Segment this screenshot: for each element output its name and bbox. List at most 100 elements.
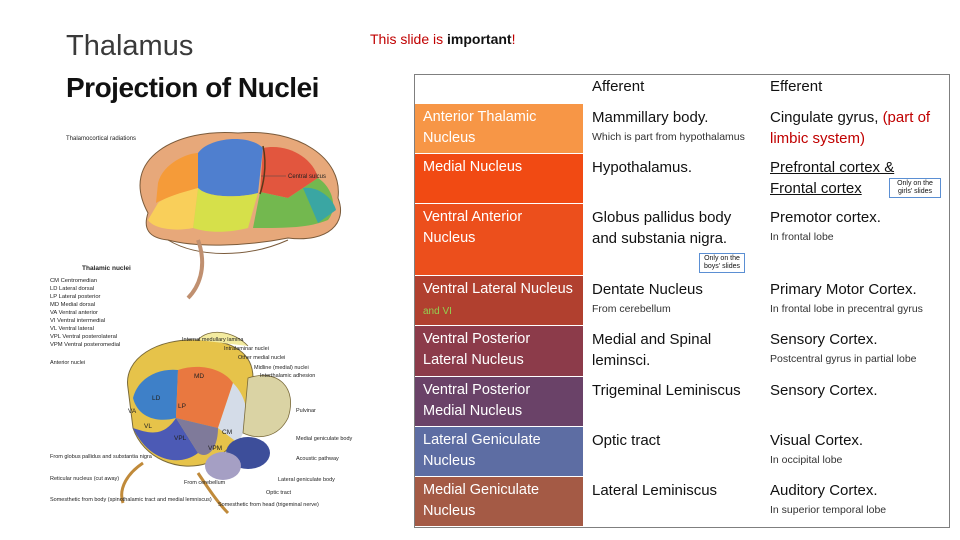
afferent-cell: Hypothalamus. — [583, 153, 762, 204]
table-row: Ventral Posterior Medial Nucleus Trigemin… — [414, 376, 950, 427]
label-radiations: Thalamocortical radiations — [66, 136, 136, 142]
efferent-cell: Visual Cortex. In occipital lobe — [761, 426, 950, 477]
nucleus-name: Medial Geniculate Nucleus — [423, 482, 540, 519]
nucleus-cell: Lateral Geniculate Nucleus — [414, 426, 584, 477]
nucleus-name: Ventral Anterior Nucleus — [423, 209, 523, 246]
mark-md: MD — [194, 373, 204, 380]
efferent-highlight: (part of limbic system) — [770, 109, 931, 147]
label-internal-lamina: Internal medullary lamina — [182, 337, 244, 343]
label-reticular: Reticular nucleus (cut away) — [50, 476, 119, 482]
afferent-cell: Medial and Spinal leminsci. — [583, 325, 762, 377]
label-somesthetic-body: Somesthetic from body (spinothalamic tra… — [50, 497, 212, 503]
efferent-text: Premotor cortex. — [770, 209, 881, 226]
label-globus-pallidus: From globus pallidus and substantia nigr… — [50, 454, 153, 460]
note-prefix: This slide is — [370, 31, 448, 47]
key-item: MD Medial dorsal — [50, 302, 95, 308]
header-afferent: Afferent — [583, 74, 762, 104]
efferent-text: Auditory Cortex. — [770, 482, 878, 499]
afferent-cell: Optic tract — [583, 426, 762, 477]
afferent-text: Medial and Spinal leminsci. — [592, 331, 712, 369]
nucleus-name: Lateral Geniculate Nucleus — [423, 432, 541, 469]
note-emphasis: important — [447, 31, 512, 47]
label-midline: Midline (medial) nuclei — [254, 365, 309, 371]
efferent-cell: Cingulate gyrus, (part of limbic system) — [761, 103, 950, 154]
nucleus-cell: Anterior Thalamic Nucleus — [414, 103, 584, 154]
label-interthalamic: Interthalamic adhesion — [260, 373, 315, 379]
header-efferent: Efferent — [761, 74, 950, 104]
nucleus-marks: MD LD LP VA VL VPL VPM CM — [128, 373, 232, 452]
efferent-text: Sensory Cortex. — [770, 331, 878, 348]
nucleus-name: Ventral Posterior Medial Nucleus — [423, 382, 531, 419]
efferent-cell: Auditory Cortex. In superior temporal lob… — [761, 476, 950, 527]
label-somesthetic-head: Somesthetic from head (trigeminal nerve) — [218, 502, 319, 508]
efferent-cell: Primary Motor Cortex.In frontal lobe in … — [761, 275, 950, 326]
key-title: Thalamic nuclei — [82, 265, 131, 272]
nucleus-name: Ventral Posterior Lateral Nucleus — [423, 331, 531, 368]
afferent-cell: Lateral Leminiscus — [583, 476, 762, 527]
afferent-cell: Mammillary body. Which is part from hypot… — [583, 103, 762, 154]
mark-cm: CM — [222, 429, 232, 436]
nucleus-cell: Medial Geniculate Nucleus — [414, 476, 584, 527]
efferent-text: Cingulate gyrus, — [770, 109, 883, 126]
mark-vpl: VPL — [174, 435, 187, 442]
label-lateral-geniculate: Lateral geniculate body — [278, 477, 335, 483]
table-row: Lateral Geniculate Nucleus Optic tract Vis… — [414, 426, 950, 477]
afferent-note: From cerebellum — [592, 303, 671, 315]
note-suffix: ! — [511, 31, 516, 47]
efferent-cell: Premotor cortex. In frontal lobe — [761, 203, 950, 276]
nucleus-name: Anterior Thalamic Nucleus — [423, 109, 537, 146]
efferent-cell: Sensory Cortex. — [761, 376, 950, 427]
slide-subtitle: Projection of Nuclei — [66, 72, 319, 103]
afferent-note: Which is part from hypothalamus — [592, 131, 745, 143]
afferent-cell: Trigeminal Leminiscus — [583, 376, 762, 427]
efferent-note: In superior temporal lobe — [770, 504, 887, 516]
nucleus-cell: Ventral Anterior Nucleus — [414, 203, 584, 276]
afferent-cell: Globus pallidus body and substania nigra… — [583, 203, 762, 276]
thalamus-labels: Anterior nuclei Internal medullary lamin… — [50, 337, 353, 508]
table-row: Ventral Anterior Nucleus Globus pallidus … — [414, 203, 950, 276]
nucleus-suffix: and VI — [423, 306, 452, 317]
key-item: LD Lateral dorsal — [50, 286, 94, 292]
key-item: VI Ventral intermedial — [50, 318, 105, 324]
nucleus-cell: Ventral Posterior Medial Nucleus — [414, 376, 584, 427]
slide-title: Thalamus — [66, 30, 194, 62]
afferent-text: Optic tract — [592, 432, 661, 449]
nucleus-name: Ventral Lateral Nucleus — [423, 281, 573, 297]
brain-illustration — [139, 131, 341, 300]
label-from-cerebellum: From cerebellum — [184, 480, 226, 486]
efferent-cell: Sensory Cortex. Postcentral gyrus in part… — [761, 325, 950, 377]
table-row: Medial Geniculate Nucleus Lateral Leminis… — [414, 476, 950, 527]
afferent-text: Lateral Leminiscus — [592, 482, 718, 499]
afferent-text: Trigeminal Leminiscus — [592, 382, 741, 399]
efferent-text: Prefrontal cortex & Frontal cortex — [770, 159, 895, 197]
label-anterior-nuclei-visible: Anterior nuclei — [50, 360, 85, 366]
key-item: CM Centromedian — [50, 278, 97, 284]
header-blank — [414, 74, 584, 104]
label-pulvinar: Pulvinar — [296, 408, 316, 414]
label-intralaminar: Intralaminar nuclei — [224, 346, 269, 352]
key-item: VA Ventral anterior — [50, 310, 98, 316]
efferent-note: In occipital lobe — [770, 454, 843, 466]
label-optic-tract: Optic tract — [266, 490, 292, 496]
efferent-text: Primary Motor Cortex. — [770, 281, 917, 298]
efferent-note: Postcentral gyrus in partial lobe — [770, 353, 917, 365]
afferent-text: Hypothalamus. — [592, 159, 693, 176]
mark-lp: LP — [178, 403, 186, 410]
thalamus-projection-figure: Thalamocortical radiations Central sulcu… — [48, 128, 400, 528]
table-body: Anterior Thalamic Nucleus Mammillary body… — [414, 103, 950, 527]
nucleus-cell: Ventral Lateral Nucleus and VI — [414, 275, 584, 326]
boys-slides-tag: Only on the boys' slides — [699, 253, 745, 273]
efferent-text: Sensory Cortex. — [770, 382, 878, 399]
afferent-text: Mammillary body. — [592, 109, 709, 126]
efferent-text: Visual Cortex. — [770, 432, 864, 449]
label-other-medial: Other medial nuclei — [238, 355, 285, 361]
efferent-note: In frontal lobe — [770, 231, 834, 243]
mark-va: VA — [128, 408, 137, 415]
nuclei-key: CM Centromedian LD Lateral dorsal LP Lat… — [50, 278, 120, 348]
figure-svg: Thalamocortical radiations Central sulcu… — [50, 131, 353, 515]
nucleus-cell: Ventral Posterior Lateral Nucleus — [414, 325, 584, 377]
